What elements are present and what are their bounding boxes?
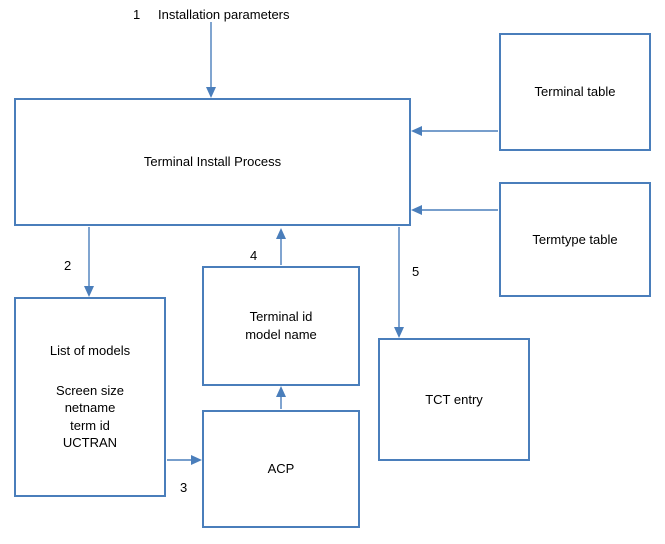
box-label: ACP bbox=[267, 461, 295, 477]
box-terminal-id-model-name[interactable]: Terminal id model name bbox=[202, 266, 360, 386]
box-detail-netname: netname bbox=[64, 400, 116, 416]
box-detail-uctran: UCTRAN bbox=[62, 435, 118, 451]
box-label: TCT entry bbox=[425, 391, 483, 407]
step-number-4: 4 bbox=[250, 248, 258, 263]
box-acp[interactable]: ACP bbox=[202, 410, 360, 528]
step-number-3: 3 bbox=[180, 480, 188, 495]
box-label-line-2: model name bbox=[245, 327, 317, 342]
box-tct-entry[interactable]: TCT entry bbox=[378, 338, 530, 461]
step-number-2: 2 bbox=[64, 258, 72, 273]
box-detail-screen-size: Screen size bbox=[56, 382, 124, 398]
box-label: List of models bbox=[49, 343, 131, 359]
box-label: Termtype table bbox=[532, 231, 618, 247]
box-label-line-1: Terminal id bbox=[249, 309, 313, 325]
step-number-5: 5 bbox=[412, 264, 420, 279]
step-number-1: 1 bbox=[133, 7, 141, 22]
box-terminal-table[interactable]: Terminal table bbox=[499, 33, 651, 151]
box-label: Terminal table bbox=[534, 84, 616, 100]
box-detail-term-id: term id bbox=[70, 417, 110, 433]
box-terminal-install-process[interactable]: Terminal Install Process bbox=[14, 98, 411, 226]
box-list-of-models[interactable]: List of models Screen size netname term … bbox=[14, 297, 166, 497]
box-label: Terminal Install Process bbox=[143, 154, 282, 170]
box-termtype-table[interactable]: Termtype table bbox=[499, 182, 651, 297]
label-installation-parameters: Installation parameters bbox=[158, 7, 290, 22]
